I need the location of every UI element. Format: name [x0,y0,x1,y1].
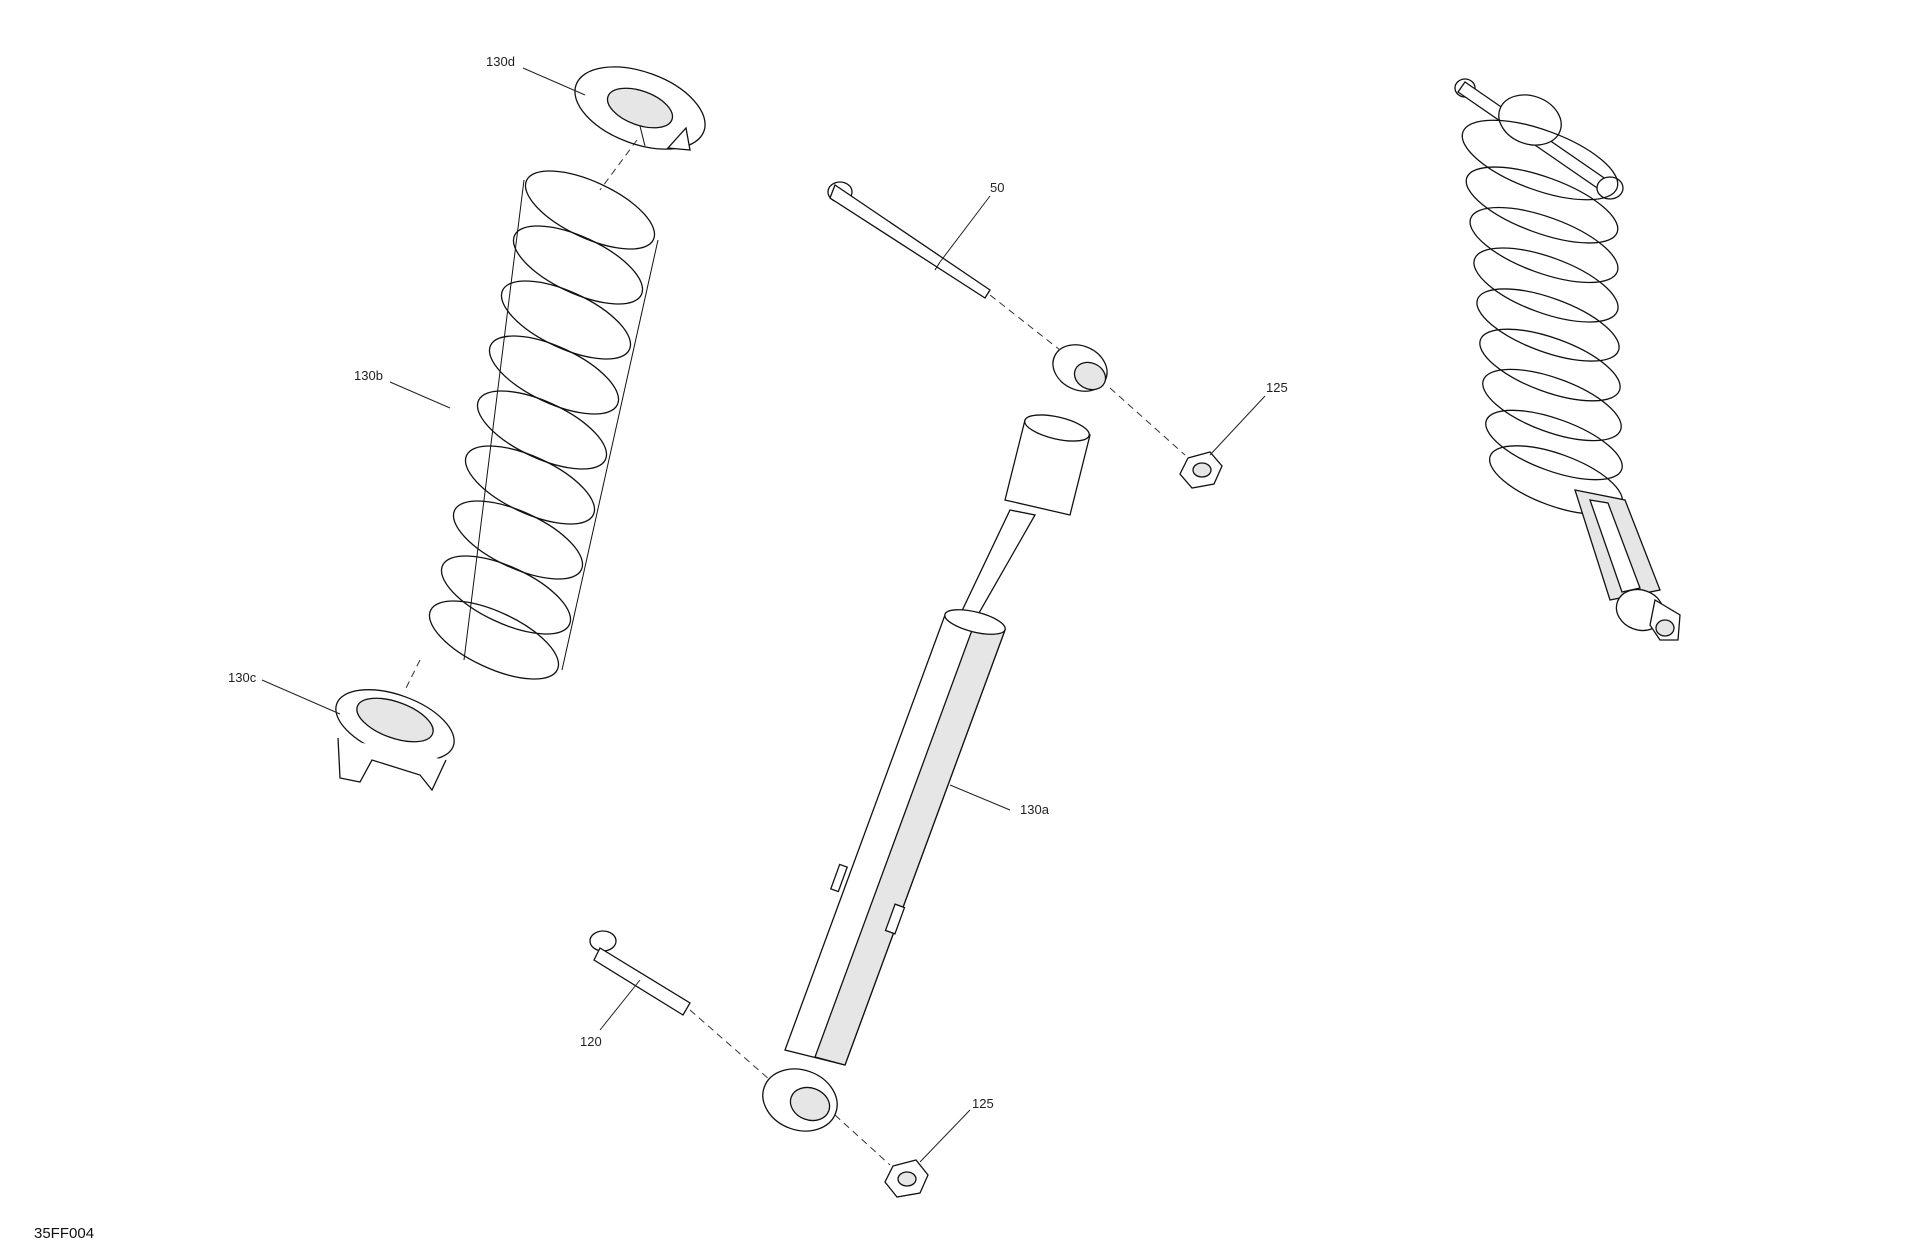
callout-125-upper: 125 [1266,380,1288,395]
callout-130d: 130d [486,54,515,69]
callout-130a: 130a [1020,802,1050,817]
shock-absorber-130a [762,344,1108,1132]
lower-spring-seat-130c [335,689,455,792]
assembly-axis-lines [404,139,1186,1166]
callout-125-lower: 125 [972,1096,994,1111]
callout-120: 120 [580,1034,602,1049]
figure-id: 35FF004 [34,1225,94,1242]
lower-nut-125 [884,1159,929,1198]
assembled-shock-view [1454,78,1681,641]
leader-lines [261,67,1266,1163]
callout-130b: 130b [354,368,383,383]
coil-spring-130b [428,170,659,680]
upper-spring-seat-130d [574,66,706,151]
callout-50: 50 [990,180,1004,195]
callout-130c: 130c [228,670,257,685]
upper-nut-125 [1179,451,1223,489]
lower-bolt-120 [589,930,691,1016]
upper-bolt-50 [827,181,991,299]
